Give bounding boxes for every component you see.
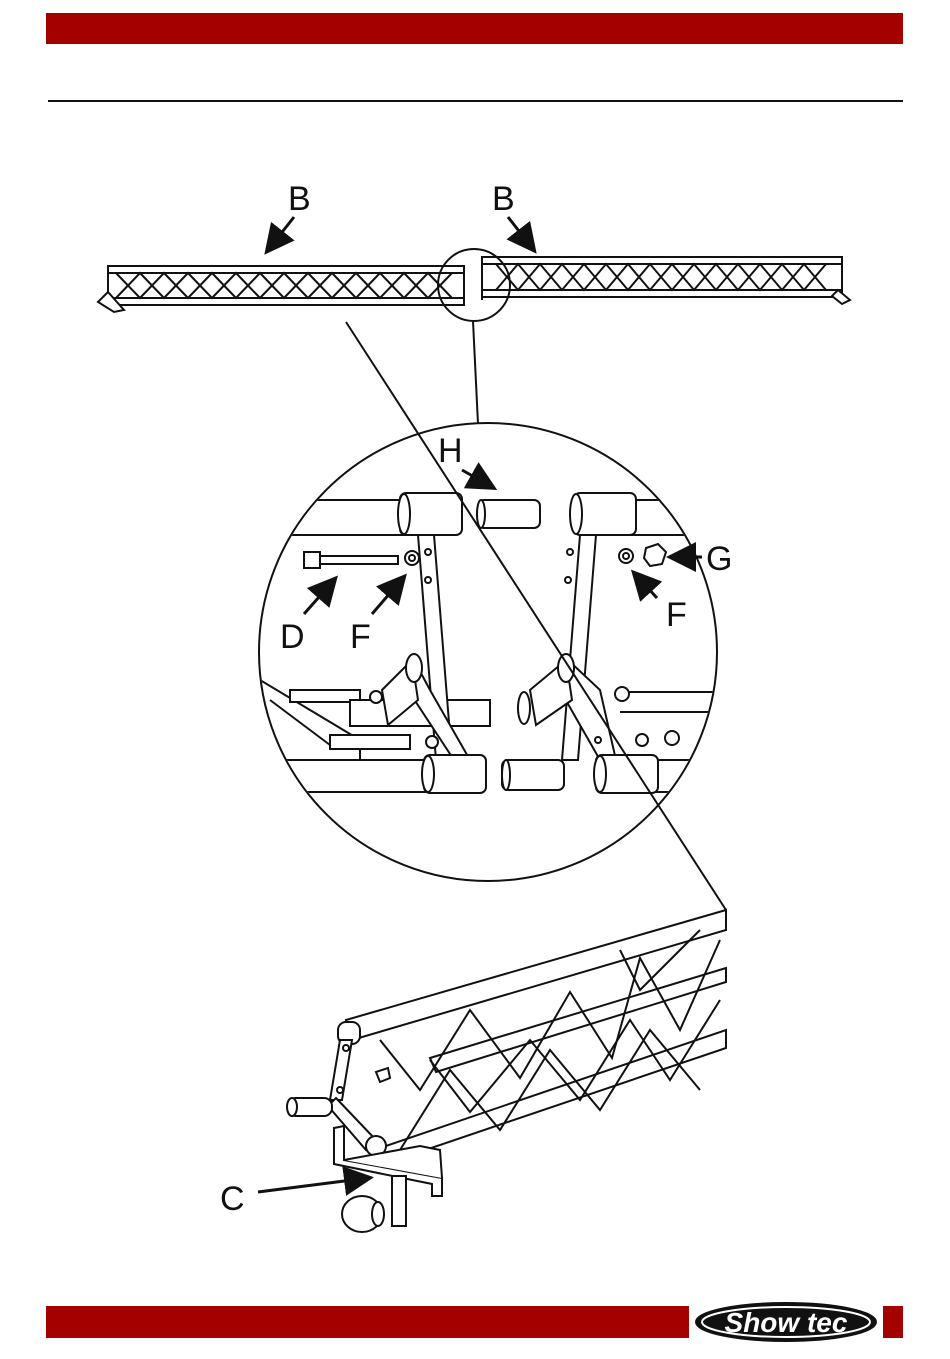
sleeve-bottom: [502, 760, 564, 790]
callout-h: H: [438, 432, 463, 470]
detail-leader-line: [473, 321, 478, 424]
callout-c: C: [220, 1180, 245, 1218]
logo-text: Show tec: [725, 1307, 848, 1338]
truss-section-right: [482, 257, 850, 304]
footer-red-bar-left: [46, 1306, 689, 1338]
joint-detail: [259, 423, 720, 881]
footer-red-bar-right: [883, 1306, 903, 1338]
callout-f-left: F: [350, 618, 371, 656]
callout-b-right: B: [492, 180, 515, 218]
arrow-c: [258, 1178, 368, 1192]
callout-b-left: B: [288, 180, 311, 218]
arrow-b-left: [268, 217, 294, 250]
sleeve-top: [478, 500, 540, 528]
showtec-logo: Show tec: [694, 1301, 878, 1343]
nut: [644, 544, 666, 566]
truss-overview: [98, 249, 850, 424]
callout-g: G: [706, 540, 732, 578]
truss-section-left: [98, 266, 464, 312]
arrow-b-right: [508, 217, 533, 249]
callout-d: D: [280, 618, 305, 656]
callout-f-right: F: [666, 596, 687, 634]
